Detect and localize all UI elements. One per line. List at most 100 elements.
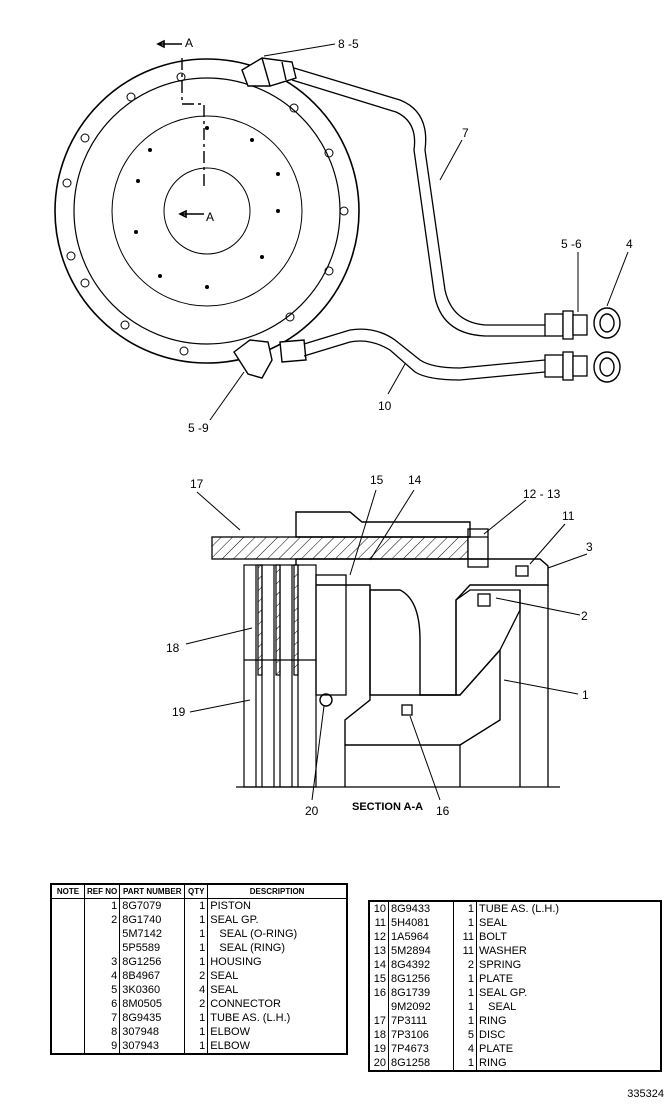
cell-ref: 17	[368, 1014, 389, 1028]
cell-qty: 2	[184, 969, 209, 983]
cell-ref: 3	[83, 955, 121, 969]
callout-leaders-section	[185, 489, 588, 801]
cell-note	[50, 997, 85, 1011]
cell-part: 8G4392	[388, 958, 454, 972]
seal-twenty	[319, 693, 333, 707]
cell-desc: HOUSING	[207, 955, 348, 969]
section-caption: SECTION A-A	[352, 801, 423, 813]
outer-bolt-holes	[62, 70, 349, 356]
cell-qty: 1	[453, 986, 477, 1000]
cell-desc: PISTON	[207, 898, 348, 913]
bolt-twelve	[211, 528, 489, 568]
upper-connector	[544, 310, 588, 340]
cell-desc: SEAL	[207, 983, 348, 997]
cell-ref: 19	[368, 1042, 389, 1056]
cell-ref: 5	[83, 983, 121, 997]
callout-20: 20	[305, 804, 319, 818]
callout-11: 11	[562, 509, 575, 523]
cell-ref: 10	[368, 901, 389, 916]
inner-bolt-holes	[134, 126, 280, 289]
seal-eleven	[515, 565, 529, 577]
housing-flange	[295, 511, 471, 538]
tube-seven	[291, 67, 545, 337]
cell-note	[50, 898, 85, 913]
cell-qty: 1	[453, 901, 477, 916]
cell-ref: 7	[83, 1011, 121, 1025]
cell-ref: 1	[83, 898, 121, 913]
cell-part: 9M2092	[388, 1000, 454, 1014]
callout-5-6: 5 -6	[561, 237, 582, 251]
cell-qty: 1	[453, 1056, 477, 1071]
cell-ref: 18	[368, 1028, 389, 1042]
cell-part: 8G9433	[388, 901, 454, 916]
cell-note	[50, 1025, 85, 1039]
section-arrow-center	[178, 209, 204, 219]
tube-ten	[303, 328, 546, 381]
cell-part: 5H4081	[388, 916, 454, 930]
cell-part: 8G7079	[119, 898, 186, 913]
cell-part: 8B4967	[119, 969, 186, 983]
lower-connector	[544, 351, 588, 381]
callout-17: 17	[190, 477, 204, 491]
cell-qty: 5	[453, 1028, 477, 1042]
callout-leaders-top	[209, 43, 629, 421]
cell-ref: 4	[83, 969, 121, 983]
cell-desc: BOLT	[476, 930, 662, 944]
cell-desc: SEAL	[476, 1000, 662, 1014]
cell-ref: 2	[83, 913, 121, 927]
callout-7: 7	[462, 126, 469, 140]
lower-elbow	[233, 339, 307, 379]
cell-note	[50, 1011, 85, 1025]
header-note: NOTE	[50, 884, 85, 899]
callout-16: 16	[436, 804, 450, 818]
cell-qty: 1	[184, 913, 209, 927]
cell-qty: 11	[453, 930, 477, 944]
cell-qty: 1	[184, 1039, 209, 1054]
figure-number: 335324	[627, 1088, 664, 1100]
cell-desc: SEAL GP.	[476, 986, 662, 1000]
cell-qty: 2	[453, 958, 477, 972]
section-letter-top: A	[185, 36, 193, 50]
cell-qty: 2	[184, 997, 209, 1011]
plate-fifteen	[315, 574, 347, 696]
header-qty: QTY	[184, 884, 209, 899]
disc-pack	[243, 564, 317, 788]
cell-ref: 11	[368, 916, 389, 930]
callout-18: 18	[166, 641, 180, 655]
cell-desc: DISC	[476, 1028, 662, 1042]
cell-desc: RING	[476, 1056, 662, 1071]
cell-desc: CONNECTOR	[207, 997, 348, 1011]
cell-part: 7P3111	[388, 1014, 454, 1028]
cell-qty: 1	[184, 898, 209, 913]
callout-5-9: 5 -9	[188, 421, 209, 435]
callout-4: 4	[626, 237, 633, 251]
housing-bolt-circle	[111, 115, 303, 307]
cell-ref: 12	[368, 930, 389, 944]
seal-rings	[593, 307, 621, 383]
cell-note	[50, 941, 85, 955]
seal-sixteen	[401, 704, 413, 716]
cell-desc: PLATE	[476, 1042, 662, 1056]
cell-part: 8G1256	[388, 972, 454, 986]
callout-3: 3	[586, 540, 593, 554]
cell-part: 8G1739	[388, 986, 454, 1000]
cell-note	[50, 913, 85, 927]
cell-desc: TUBE AS. (L.H.)	[207, 1011, 348, 1025]
housing-top-view: A A 8 -5 7 5 -6	[54, 36, 633, 435]
cell-part: 8G9435	[119, 1011, 186, 1025]
cell-qty: 1	[453, 972, 477, 986]
parts-table-left: NOTE REF NO PART NUMBER QTY DESCRIPTION …	[50, 883, 348, 1055]
callout-19: 19	[172, 705, 186, 719]
cell-desc: SPRING	[476, 958, 662, 972]
cell-ref: 14	[368, 958, 389, 972]
cell-desc: PLATE	[476, 972, 662, 986]
cell-desc: SEAL (RING)	[207, 941, 348, 955]
section-aa-view: 17 15 14 12 - 13 11 3 2 1 18 19 20 16 SE…	[166, 473, 593, 818]
cell-desc: RING	[476, 1014, 662, 1028]
